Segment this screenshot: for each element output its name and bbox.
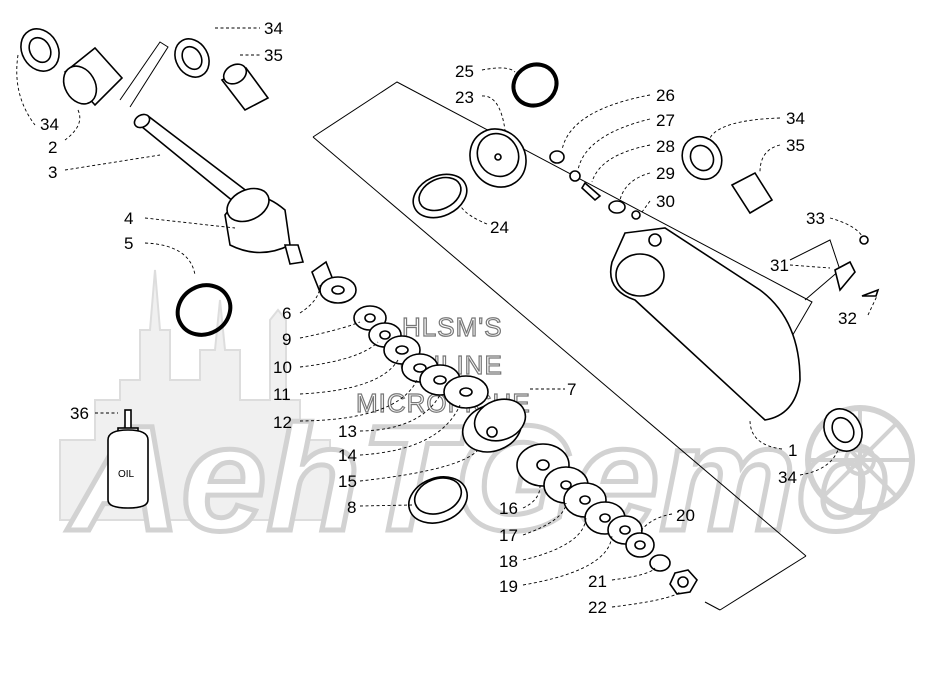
callout-1: 1: [788, 441, 797, 460]
callout-23: 23: [455, 88, 474, 107]
callout-20: 20: [676, 506, 695, 525]
oil-bottle-label: OIL: [118, 469, 135, 480]
callout-labels: 34 35 34 2 3 4 5 6 9 10 11 12 13 14 15 8…: [40, 19, 857, 617]
callout-36: 36: [70, 404, 89, 423]
callout-24: 24: [490, 218, 509, 237]
callout-32: 32: [838, 309, 857, 328]
callout-34: 34: [786, 109, 805, 128]
callout-34: 34: [778, 468, 797, 487]
shaft-assembly: [20, 28, 305, 337]
callout-6: 6: [282, 304, 291, 323]
callout-28: 28: [656, 137, 675, 156]
callout-18: 18: [499, 552, 518, 571]
callout-8: 8: [347, 498, 356, 517]
callout-34: 34: [40, 115, 59, 134]
callout-35: 35: [786, 136, 805, 155]
callout-34: 34: [264, 19, 283, 38]
callout-11: 11: [273, 385, 291, 404]
reservoir-assembly: [412, 62, 880, 452]
callout-16: 16: [499, 499, 518, 518]
callout-2: 2: [48, 138, 57, 157]
callout-12: 12: [273, 413, 292, 432]
callout-26: 26: [656, 86, 675, 105]
lower-washer-stack: [516, 443, 698, 595]
callout-35: 35: [264, 46, 283, 65]
callout-17: 17: [499, 526, 518, 545]
callout-33: 33: [806, 209, 825, 228]
callout-29: 29: [656, 164, 675, 183]
callout-7: 7: [567, 380, 576, 399]
callout-19: 19: [499, 577, 518, 596]
callout-27: 27: [656, 111, 675, 130]
callout-5: 5: [124, 234, 133, 253]
callout-22: 22: [588, 598, 607, 617]
callout-13: 13: [338, 422, 357, 441]
callout-3: 3: [48, 163, 57, 182]
callout-10: 10: [273, 358, 292, 377]
callout-30: 30: [656, 192, 675, 211]
callout-31: 31: [770, 256, 789, 275]
callout-14: 14: [338, 446, 357, 465]
oil-bottle: OIL: [107, 409, 149, 509]
callout-25: 25: [455, 62, 474, 81]
callout-9: 9: [282, 330, 291, 349]
callout-21: 21: [588, 572, 607, 591]
washer-stack: [311, 260, 527, 524]
watermark-line1: HLSM'S: [402, 312, 503, 342]
callout-4: 4: [124, 209, 133, 228]
leader-lines: [16, 27, 878, 608]
callout-15: 15: [338, 472, 357, 491]
